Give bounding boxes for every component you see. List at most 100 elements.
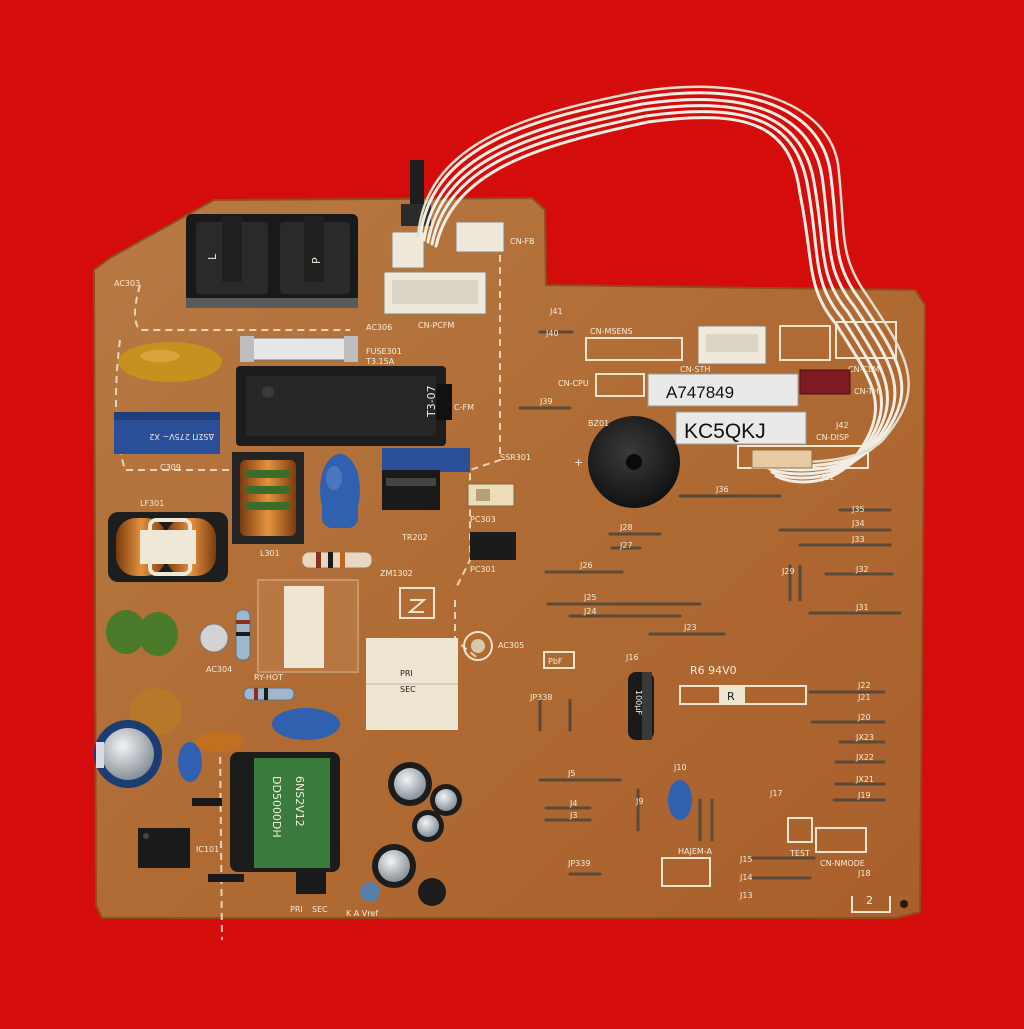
svg-text:HAJEM-A: HAJEM-A (678, 847, 713, 856)
svg-text:T3-07: T3-07 (425, 385, 438, 418)
svg-text:JX23: JX23 (855, 733, 874, 742)
resistor-power (301, 551, 373, 569)
svg-text:+: + (574, 456, 583, 469)
inductor-l301: L301 (232, 452, 304, 558)
svg-text:J20: J20 (857, 713, 871, 722)
svg-text:SEC: SEC (400, 685, 416, 694)
blue-ceramic-3 (668, 780, 692, 820)
svg-text:J22: J22 (857, 681, 871, 690)
electrolytic-large (94, 720, 162, 788)
common-mode-choke-lf301: LF301 (108, 499, 228, 582)
svg-text:2: 2 (866, 894, 873, 907)
svg-text:PbF: PbF (548, 657, 563, 666)
svg-text:DD5000DH: DD5000DH (270, 776, 283, 838)
connector-cn-th: CN-TH (799, 369, 879, 396)
switching-transformer: DD5000DH 6NS2V12 (230, 752, 340, 872)
svg-text:SEC: SEC (290, 657, 306, 666)
connector-cn-msens: CN-MSENS (585, 327, 683, 361)
svg-text:J33: J33 (851, 535, 865, 544)
diode-2 (208, 874, 244, 882)
svg-text:PC301: PC301 (470, 565, 496, 574)
svg-text:K A Vref: K A Vref (346, 909, 378, 918)
connector-hajem-a: HAJEM-A (661, 847, 713, 887)
diode-1 (192, 798, 222, 806)
connector-cn-nmode: CN-NMODE (815, 827, 867, 868)
green-varistor-1 (106, 610, 146, 654)
electrolytic-small-right: 100μF (628, 672, 654, 740)
wire-bundle (416, 85, 910, 484)
svg-text:TEST: TEST (789, 849, 810, 858)
relay-t3-07: T3-07 (236, 366, 446, 446)
svg-text:J15: J15 (739, 855, 753, 864)
svg-text:J18: J18 (857, 869, 871, 878)
svg-text:CN-TH: CN-TH (854, 387, 879, 396)
switch-pin (410, 160, 424, 210)
svg-text:J41: J41 (549, 307, 563, 316)
svg-text:IC101: IC101 (196, 845, 219, 854)
svg-text:J21: J21 (857, 693, 871, 702)
yellow-capacitor (118, 342, 222, 382)
pbf-mark: PbF (543, 651, 575, 669)
triac-tr202: TR202 (382, 448, 470, 542)
svg-text:FUSE301: FUSE301 (366, 347, 402, 356)
svg-text:J16: J16 (625, 653, 639, 662)
svg-text:T3.15A: T3.15A (365, 357, 395, 366)
svg-text:JP338: JP338 (529, 693, 552, 702)
svg-text:R: R (727, 690, 735, 703)
svg-text:J42: J42 (835, 421, 849, 430)
photocoupler-pc303 (467, 483, 515, 507)
svg-text:J24: J24 (583, 607, 597, 616)
svg-text:J23: J23 (683, 623, 697, 632)
svg-text:J14: J14 (739, 873, 753, 882)
label-serial: A747849 (647, 373, 799, 407)
resistor-horizontal (243, 687, 295, 701)
ul-mark: R6 94V0 (690, 664, 737, 677)
resistor-vertical (235, 609, 251, 661)
svg-text:C-FM: C-FM (454, 403, 474, 412)
svg-text:J26: J26 (579, 561, 593, 570)
svg-text:100μF: 100μF (634, 690, 643, 715)
blue-ceramic-2 (272, 708, 340, 740)
svg-text:J25: J25 (583, 593, 597, 602)
svg-text:J4: J4 (569, 799, 577, 808)
svg-text:ZM1302: ZM1302 (380, 569, 413, 578)
svg-text:CN-DISP: CN-DISP (816, 433, 849, 442)
svg-text:LF301: LF301 (140, 499, 164, 508)
orange-capacitor (196, 732, 244, 752)
svg-text:6NS2V12: 6NS2V12 (293, 776, 306, 827)
svg-text:JX21: JX21 (855, 775, 874, 784)
buzzer-bz01: + BZ01 (574, 416, 680, 508)
svg-text:J19: J19 (857, 791, 871, 800)
zener-outline (399, 587, 435, 619)
connector-cn-sth: CN-STH (680, 325, 767, 374)
svg-text:PC303: PC303 (470, 515, 496, 524)
svg-text:C309: C309 (160, 463, 181, 472)
svg-text:AC304: AC304 (206, 665, 232, 674)
svg-text:RY-HOT: RY-HOT (254, 673, 283, 682)
svg-text:CN-MSENS: CN-MSENS (590, 327, 633, 336)
corner-number: 2 (851, 894, 891, 913)
connector-cn-pcfm: CN-PCFM (383, 271, 487, 330)
svg-text:CN-NMODE: CN-NMODE (820, 859, 865, 868)
svg-text:CN-FB: CN-FB (510, 237, 535, 246)
svg-text:BZ01: BZ01 (588, 419, 609, 428)
svg-text:J9: J9 (635, 797, 643, 806)
fuse: FUSE301 T3.15A (240, 336, 402, 366)
svg-text:J34: J34 (851, 519, 865, 528)
photocoupler-pc301 (470, 532, 516, 560)
terminal-p-label: P (310, 257, 323, 264)
svg-text:J40: J40 (545, 329, 559, 338)
svg-text:JP339: JP339 (567, 859, 590, 868)
svg-text:J27: J27 (619, 541, 633, 550)
svg-text:AC306: AC306 (366, 323, 392, 332)
ac-terminal-block: L P (186, 214, 358, 308)
svg-text:ΔSΣΠ 275V~ X2: ΔSΣΠ 275V~ X2 (149, 432, 214, 441)
svg-text:JX22: JX22 (855, 753, 874, 762)
svg-text:TR202: TR202 (401, 533, 428, 542)
svg-text:CN-PCFM: CN-PCFM (418, 321, 454, 330)
svg-text:SEC: SEC (312, 905, 328, 914)
svg-text:J31: J31 (855, 603, 869, 612)
svg-text:J29: J29 (781, 567, 795, 576)
green-varistor-2 (138, 612, 178, 656)
